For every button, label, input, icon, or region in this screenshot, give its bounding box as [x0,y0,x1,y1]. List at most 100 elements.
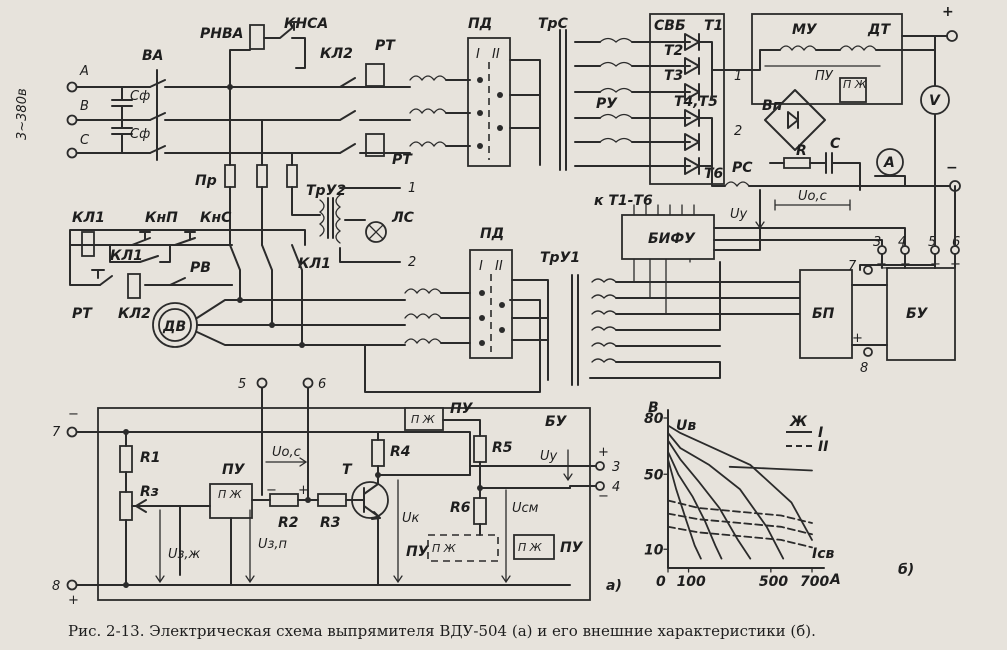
chart-part-label: б) [898,562,914,578]
d-node-5 [256,377,268,389]
chart-x-tick-label: 500 [759,574,788,590]
rv-contact [169,277,233,286]
label-n4: 4 [898,235,906,250]
mu-dt-group: МУ ДТ 1 2 ПУ П Ж Вп R C РС [711,13,951,191]
pd-top: ПД I II [467,16,541,167]
chart-series [667,424,813,560]
svb-block: СВБ Т1 Т2 Т3 Т4,Т5 Т6 [649,13,725,185]
fuse-2 [256,164,268,188]
pd-top-dot [477,77,483,83]
pd-top-dot [477,110,483,116]
fuse-1 [224,164,236,188]
label-d-plus8: + [68,593,79,608]
label-pu-top: ПУ [815,69,834,84]
label-d-uy: Uу [540,449,558,464]
rnva-wiring [229,21,306,88]
label-d-pu3: ПУ [406,544,430,560]
label-plus-out: + [942,4,954,20]
d-node-3 [595,461,605,471]
pd-top-dot [497,125,503,131]
label-pd-bot-ii: II [495,259,503,274]
d-out-wires [469,465,597,489]
bu-detail: БУ − 7 8 + 5 6 Uо,с R1 Rз ПУ П Ж Uз,ж Uз… [52,377,622,608]
label-dt: ДТ [867,22,891,38]
bp-bu-group: БП БУ 3 4 5 6 + − − + 7 8 − + [799,185,961,376]
output-section: + − V A Uо,с [774,4,961,211]
cf-capacitor-1 [111,86,133,121]
trs-transformer: ТрС РУ [538,16,691,171]
bifu-to-bu [713,189,906,251]
supply-section: 3~380в A B C Cф Cф ВА [15,48,396,161]
kl2-contacts [309,77,373,154]
label-d-r2: R2 [278,515,299,531]
rs-shunt [724,181,750,188]
chart-y-symbol: Uв [676,418,696,434]
label-d-n4: 4 [612,480,620,495]
label-svb: СВБ [654,18,686,34]
chart-x-symbol: Iсв [812,546,835,562]
label-va: ВА [142,48,164,64]
chart-x-tick-label: 0 [656,574,666,590]
d-rail-top [76,431,471,476]
control-circuit: КЛ1 КнП КнС КЛ1 РВ РТ КЛ2 КЛ1 [69,210,331,346]
label-n3: 3 [873,235,881,250]
pd-top-dot [477,143,483,149]
label-c-top: C [830,136,841,152]
label-d-rz: Rз [140,484,159,500]
chart-series-line-2 [667,439,752,560]
label-rnva: РНВА [200,26,243,42]
ind-to-pd [445,79,471,147]
bu-detail-frame [97,407,591,601]
label-d-r1: R1 [140,450,161,466]
output-plus-terminal [946,30,958,42]
label-cf1: Cф [130,89,150,104]
bifu-pins [633,204,695,315]
label-d-r5: R5 [492,440,513,456]
label-t3: Т3 [664,68,683,84]
chart-legend-label-ii: II [818,439,828,455]
label-cf2: Cф [130,127,150,142]
label-d-minus4: − [598,489,609,504]
d-ucm-arrow [501,489,511,584]
d-node-7 [66,426,78,438]
pd-bot-dot [479,340,485,346]
d-rz [119,491,133,521]
supply-label: 3~380в [15,88,30,140]
knp-button [131,231,196,246]
label-n7: 7 [848,259,857,274]
rt-ctl-contact [91,269,113,286]
bu-top-box [886,267,956,361]
fuse-lamp-group: Пр ТрУ2 ЛС 1 2 [195,86,416,270]
thyristor-t2 [684,57,700,75]
label-knp: КнП [145,210,178,226]
label-kl1-a: КЛ1 [72,210,105,226]
label-uoc-top: Uо,с [798,189,827,204]
pu-top-box [839,77,867,103]
label-pd-top-ii: II [492,47,500,62]
label-s7m: − [880,261,891,276]
label-ls2: 2 [408,255,416,270]
kl2-ctl-coil [127,273,141,299]
pd-bot-inductors [404,288,442,345]
chart-series-line-5 [728,465,813,472]
chart-x-tick-label: 700 [800,574,829,590]
label-rs: РС [732,160,753,176]
d-r3 [317,493,347,507]
label-s8p: + [852,331,863,346]
junction [123,429,129,435]
node-8 [863,347,873,357]
rnva-coil [249,24,265,50]
label-part-a: а) [606,578,622,594]
thyristor-t3 [684,83,700,101]
pd-bottom: ПД I II [469,226,549,381]
label-pd-top: ПД [468,16,492,32]
pd-bot-out [511,279,549,381]
kl2-rt-group: КЛ2 РТ РТ [309,38,471,168]
label-n8: 8 [860,361,868,376]
label-pd-top-i: I [476,47,480,62]
r-top-resistor [783,157,811,169]
label-dv: ДВ [162,319,186,335]
chart-xlabel: A [829,572,841,588]
label-d-pu4: ПУ [560,540,584,556]
label-b: B [80,99,89,114]
